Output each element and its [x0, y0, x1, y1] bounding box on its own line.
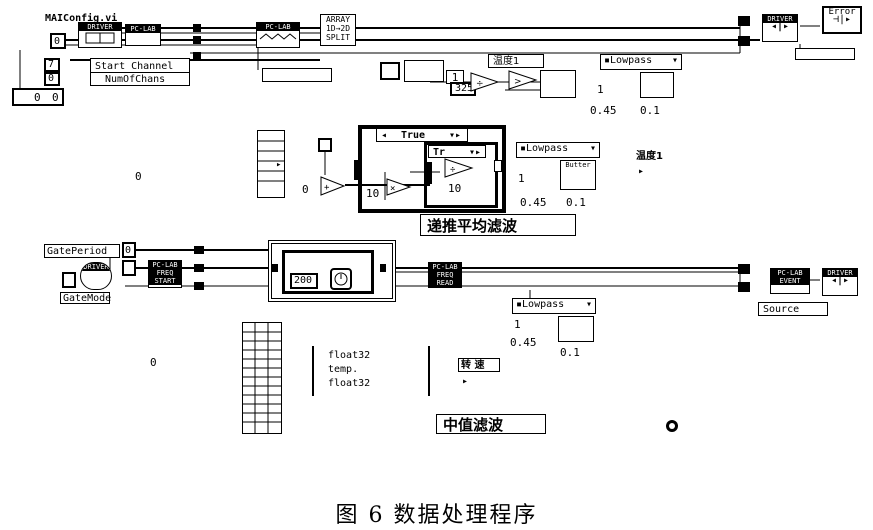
tunnel-terminal — [738, 36, 750, 46]
pclab-node-top[interactable]: PC-LAB — [125, 24, 161, 46]
butterworth-node-top[interactable] — [640, 72, 674, 98]
array-shift-register: ▸ — [257, 130, 285, 198]
error-cluster-wire — [262, 68, 332, 82]
tunnel-terminal — [424, 162, 432, 184]
driver-node-close[interactable]: DRIVER ◂|▸ — [762, 14, 798, 42]
const-bottom-b[interactable] — [122, 260, 136, 276]
tunnel-terminal — [194, 246, 204, 254]
loop-const-zero: 0 — [302, 183, 309, 196]
median-filter-label: 中值滤波 — [436, 414, 546, 434]
lp-cutoff-top: 0.45 — [590, 104, 617, 117]
svg-text:÷: ÷ — [450, 165, 456, 175]
lp-cutoff-middle: 0.45 — [520, 196, 547, 209]
case-selector-true[interactable]: ◂ True ▾▸ — [376, 128, 468, 142]
stop-icon[interactable] — [664, 418, 680, 434]
error-handler-node[interactable]: Error⊣|▸ — [822, 6, 862, 34]
source-indicator: Source — [758, 302, 828, 316]
lowpass-select-bottom[interactable]: ▪Lowpass▾ — [512, 298, 596, 314]
lp-value-middle: 0.1 — [566, 196, 586, 209]
gate-mode-control[interactable]: GateMode — [60, 292, 111, 304]
lowpass-select-top[interactable]: ▪Lowpass▾ — [600, 54, 682, 70]
wait-timer-node[interactable] — [330, 268, 352, 290]
gate-period-control[interactable]: GatePeriod — [44, 244, 120, 258]
figure-caption: 图 6 数据处理程序 — [335, 503, 538, 528]
channel-cluster: Start Channel NumOfChans — [90, 58, 190, 86]
divide-node: ÷ — [470, 72, 500, 92]
const-zero-bottom[interactable]: 0 — [122, 242, 136, 258]
temp-indicator-top: 温度1 — [488, 54, 544, 68]
tunnel-terminal — [194, 264, 204, 272]
butterworth-node-bottom[interactable] — [558, 316, 594, 342]
bool-const[interactable] — [318, 138, 332, 152]
tunnel-terminal — [193, 36, 201, 44]
lowpass-select-middle[interactable]: ▪Lowpass▾ — [516, 142, 600, 158]
index-array-node[interactable] — [404, 60, 444, 82]
middle-left-zero: 0 — [135, 170, 142, 183]
svg-text:÷: ÷ — [476, 79, 484, 89]
lp-order-bottom: 1 — [514, 318, 521, 331]
recursive-average-label: 递推平均滤波 — [420, 214, 576, 236]
const-zero-chan[interactable]: 0 — [44, 72, 60, 86]
svg-text:>: > — [514, 77, 522, 87]
index-const[interactable] — [380, 62, 400, 80]
const-7[interactable]: 7 — [44, 58, 60, 72]
svg-text:×: × — [390, 184, 395, 194]
lp-order-middle: 1 — [518, 172, 525, 185]
lp-order-top: 1 — [597, 83, 604, 96]
indicator-arrow: ▸ — [462, 376, 469, 387]
butterworth-node-middle[interactable]: Butter — [560, 160, 596, 190]
speed-indicator: 转 速 — [458, 358, 500, 372]
tunnel-terminal — [738, 16, 750, 26]
shift-register-left — [354, 160, 362, 180]
greater-node: > — [508, 70, 538, 90]
temp-indicator-middle: 温度1 — [636, 150, 676, 164]
error-out-indicator — [795, 48, 855, 60]
lp-cutoff-bottom: 0.45 — [510, 336, 537, 349]
tunnel-terminal — [738, 282, 750, 292]
const-bottom-c[interactable] — [62, 272, 76, 288]
filter-node-top[interactable] — [540, 70, 576, 98]
lp-value-bottom: 0.1 — [560, 346, 580, 359]
tunnel-terminal — [380, 264, 386, 272]
pclab-freq-read-node[interactable]: PC-LAB FREQ READ — [428, 262, 462, 288]
lp-value-top: 0.1 — [640, 104, 660, 117]
tunnel-terminal — [194, 282, 204, 290]
tunnel-terminal — [738, 264, 750, 274]
svg-text:▸: ▸ — [276, 160, 281, 170]
bottom-left-zero: 0 — [150, 356, 157, 369]
array-split-node[interactable]: ARRAY 1D→2D SPLIT — [320, 14, 356, 46]
tunnel-terminal — [272, 264, 278, 272]
shift-register-right — [494, 160, 502, 172]
add-node: + — [320, 176, 346, 196]
multiply-node: × — [386, 178, 412, 196]
divide-node-inner: ÷ — [444, 158, 474, 178]
pclab-event-node[interactable]: PC-LAB EVENT — [770, 268, 810, 294]
num-10-b: 10 — [448, 182, 462, 195]
pclab-freq-start-node[interactable]: PC-LAB FREQ START — [148, 260, 182, 288]
tunnel-terminal — [193, 24, 201, 32]
array-indicator-bottom — [242, 322, 282, 434]
const-zero-top[interactable]: 0 — [50, 33, 66, 49]
num-200[interactable]: 200 — [290, 273, 318, 289]
driver-node-close-bottom[interactable]: DRIVER ◂|▸ — [822, 268, 858, 296]
tunnel-terminal — [193, 52, 201, 60]
inner-case-selector[interactable]: Tr ▾▸ — [428, 145, 486, 158]
array-indicator-top: 0 0 — [12, 88, 64, 106]
driver-node-top[interactable]: DRIVER — [78, 22, 122, 48]
num-10-a: 10 — [366, 187, 380, 200]
pclab-ai-node[interactable]: PC-LAB — [256, 22, 300, 48]
indicator-arrow: ▸ — [638, 166, 645, 177]
svg-text:+: + — [324, 183, 330, 193]
driver-node-bottom[interactable]: DRIVER — [80, 262, 112, 290]
cluster-constant: float32 temp. float32 — [312, 346, 430, 396]
